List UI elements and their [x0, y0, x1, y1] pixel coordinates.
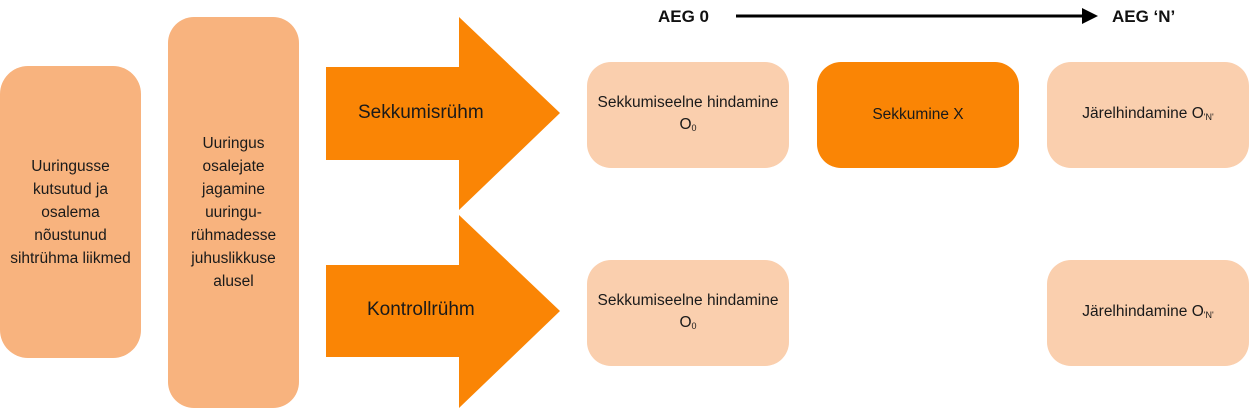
timeline-arrowhead — [1082, 8, 1098, 24]
intervention-x-box: Sekkumine X — [817, 62, 1019, 168]
randomization-text: Uuringus osalejate jagamine uuringu-rühm… — [190, 135, 277, 290]
intervention-x-text: Sekkumine X — [872, 106, 964, 123]
control-post-assessment-box: Järelhindamine O'N' — [1047, 260, 1249, 366]
invited-participants-box: Uuringusse kutsutud ja osalema nõustunud… — [0, 66, 141, 358]
randomization-box: Uuringus osalejate jagamine uuringu-rühm… — [168, 17, 299, 408]
intervention-pre-assessment-text: Sekkumiseelne hindamine O0 — [597, 93, 779, 133]
intervention-group-label: Sekkumisrühm — [358, 102, 484, 123]
intervention-post-assessment-box: Järelhindamine O'N' — [1047, 62, 1249, 168]
intervention-post-assessment-text: Järelhindamine O'N' — [1082, 104, 1214, 122]
control-group-label: Kontrollrühm — [367, 299, 475, 320]
control-pre-assessment-box: Sekkumiseelne hindamine O0 — [587, 260, 789, 366]
control-pre-assessment-text: Sekkumiseelne hindamine O0 — [597, 291, 779, 331]
control-group-arrow — [326, 215, 560, 408]
timeline-end-label: AEG ‘N’ — [1112, 7, 1176, 26]
timeline-start-label: AEG 0 — [658, 7, 710, 26]
intervention-pre-assessment-box: Sekkumiseelne hindamine O0 — [587, 62, 789, 168]
control-post-assessment-text: Järelhindamine O'N' — [1082, 302, 1214, 320]
invited-participants-text: Uuringusse kutsutud ja osalema nõustunud… — [10, 157, 131, 267]
intervention-group-arrow — [326, 17, 560, 210]
